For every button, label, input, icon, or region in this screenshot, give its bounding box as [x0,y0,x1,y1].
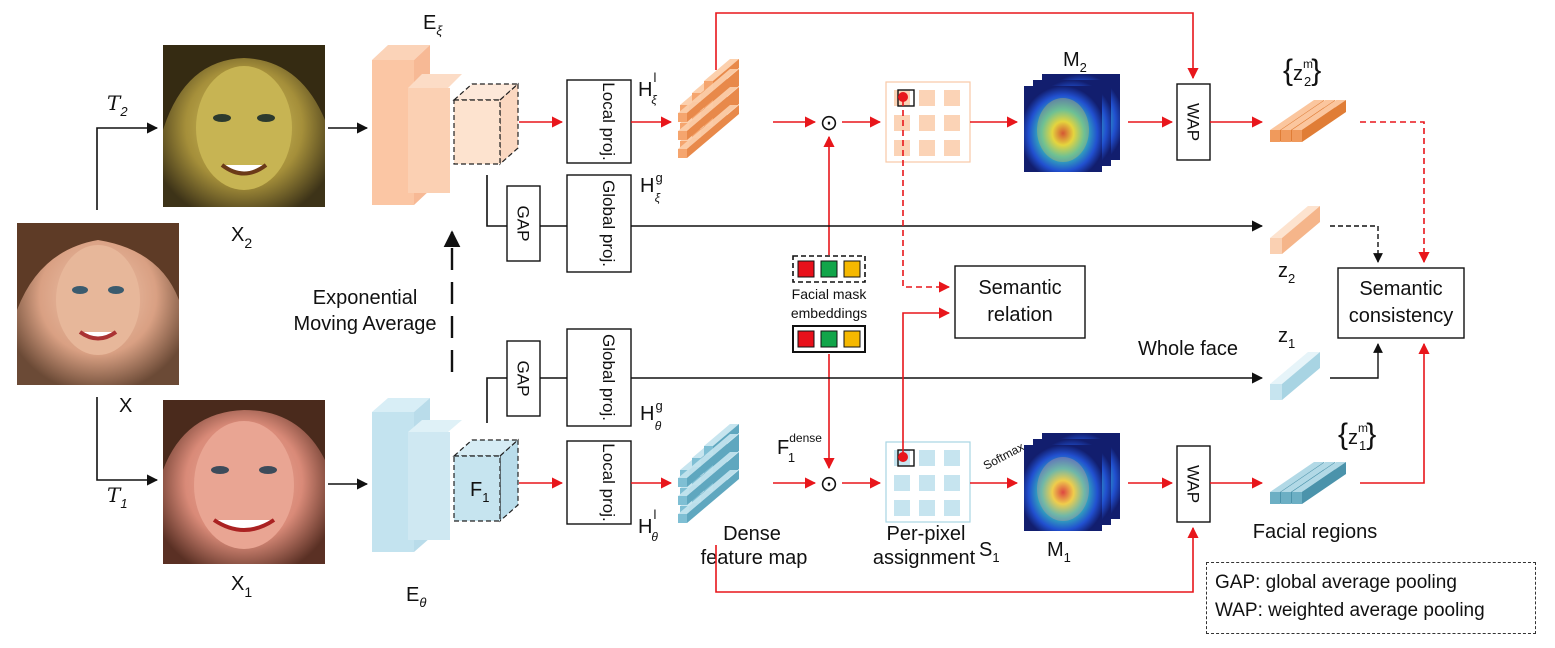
target-feature-cube [452,82,520,166]
mask-embeddings-target [792,255,866,283]
label-x1: X1 [231,573,252,600]
assignment-grid-target [885,81,971,163]
semantic-relation-line1: Semantic [978,277,1061,299]
wap-box-online [1176,445,1211,523]
assign-label-line2: assignment [873,547,976,569]
global-proj-box-target [566,174,632,273]
local-proj-label-online: Local proj. [599,443,618,521]
ema-label-line1: Exponential [313,287,418,309]
target-encoder [372,45,462,205]
arrow-z2-to-consistency [1330,225,1383,263]
local-proj-label-target: Local proj. [599,82,618,160]
global-proj-box-online [566,328,632,427]
online-encoder [372,398,462,552]
arrow-assign-online-to-relation [902,307,951,458]
semantic-consistency-line2: consistency [1349,305,1454,327]
dense-label-line2: feature map [701,547,808,569]
gap-box-online [506,340,541,417]
global-embedding-z1 [1270,352,1320,400]
augmented-face-x1 [163,400,325,564]
label-f1: F1 [470,479,489,505]
dot-product-target: ⊙ [820,110,838,135]
wap-label-target: WAP [1184,103,1203,141]
dense-label-line1: Dense [723,523,781,545]
semantic-consistency-line1: Semantic [1359,278,1442,300]
global-proj-label-target: Global proj. [599,180,618,267]
softmax-label: Softmax [981,440,1026,473]
arrow-dense-target-to-wap [715,12,1199,80]
arrow-z1-to-consistency [1330,343,1383,379]
label-m2: M2 [1063,49,1087,75]
global-embedding-z2 [1270,206,1320,254]
legend: GAP: global average pooling WAP: weighte… [1206,562,1536,634]
label-x2: X2 [231,224,252,251]
label-e-theta: Eθ [406,584,426,610]
label-e-xi: Eξ [423,12,443,38]
label-x: X [119,395,132,417]
online-gap-line [486,377,507,423]
legend-wap: WAP: weighted average pooling [1215,600,1485,621]
local-proj-box-target [566,79,632,164]
arrow-dense-online-to-wap [715,526,1199,593]
target-gap-line [486,175,507,227]
heatmap-m1 [1024,433,1120,531]
legend-gap: GAP: global average pooling [1215,572,1457,593]
label-z2: z2 [1278,260,1295,286]
arrow-z2m-to-consistency [1360,121,1430,264]
wap-box-target [1176,83,1211,161]
mask-label-line1: Facial mask [792,286,868,302]
arrow-assign-target-to-relation [902,100,951,293]
ema-label-line2: Moving Average [293,313,436,335]
dot-product-online: ⊙ [820,471,838,496]
gap-label-target: GAP [514,206,533,242]
online-feature-cube [452,438,520,523]
augmented-face-x2 [163,45,325,207]
augmentation-arrows [96,122,159,486]
dense-feature-map-target [678,59,739,158]
wap-label-online: WAP [1184,465,1203,503]
label-m1: M1 [1047,539,1071,565]
global-proj-label-online: Global proj. [599,334,618,421]
label-s1: S1 [979,539,1000,565]
semantic-consistency-box [1337,267,1465,339]
local-proj-box-online [566,440,632,525]
facial-regions-label: Facial regions [1253,521,1378,543]
label-t1: T1 [107,483,128,511]
assign-label-line1: Per-pixel [887,523,966,545]
input-face-x [17,223,179,385]
semantic-relation-line2: relation [987,304,1053,326]
region-embeddings-z1m [1270,462,1346,504]
region-embeddings-z2m [1270,100,1346,142]
dense-feature-map-online [678,424,739,523]
whole-face-label: Whole face [1138,338,1238,360]
mask-embeddings-online [792,325,866,353]
label-t2: T2 [107,91,128,119]
gap-label-online: GAP [514,361,533,397]
assignment-grid-online [885,441,971,523]
arrow-z1m-to-consistency [1360,342,1430,484]
heatmap-m2 [1024,74,1120,172]
semantic-relation-box [954,265,1086,339]
gap-box-target [506,185,541,262]
mask-label-line2: embeddings [791,305,867,321]
label-z1: z1 [1278,325,1295,351]
